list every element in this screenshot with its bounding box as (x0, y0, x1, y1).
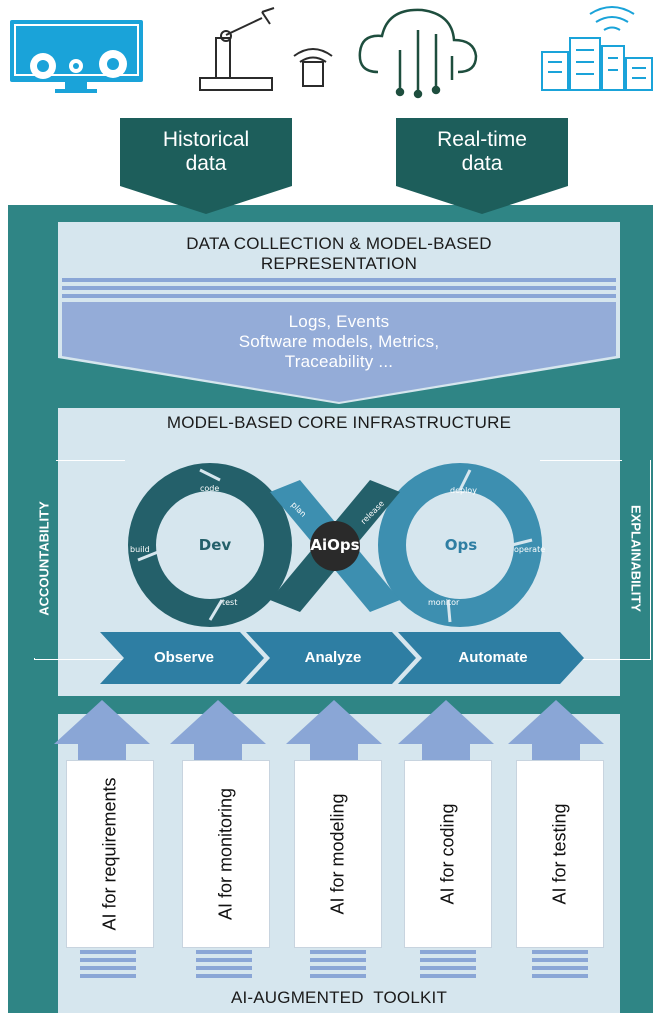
analyze-step: Analyze (304, 649, 362, 666)
explainability-frame (540, 460, 651, 660)
loop-operate: operate (514, 545, 546, 554)
dev-label: Dev (198, 536, 232, 554)
aiops-label: AiOps (310, 536, 360, 554)
observe-step: Observe (153, 649, 215, 666)
ai-coding-label: AI for coding (437, 803, 458, 905)
accountability-bar (34, 460, 56, 658)
explainability-bar (622, 460, 650, 658)
toolkit-title: AI-AUGMENTED TOOLKIT (230, 988, 448, 1007)
automate-step: Automate (458, 649, 528, 666)
observe-chevron (100, 632, 264, 684)
top-icons-row (10, 6, 653, 99)
toolkit-stripes (80, 950, 588, 978)
core-infrastructure-title: MODEL-BASED CORE INFRASTRUCTURE (166, 413, 512, 432)
automate-chevron (398, 632, 584, 684)
data-collection-items: Logs, Events Software models, Metrics, T… (238, 312, 440, 371)
process-chevrons (100, 632, 584, 684)
ai-requirements-box: AI for requirements (66, 760, 154, 948)
ai-testing-label: AI for testing (549, 803, 570, 905)
loop-test: test (222, 598, 238, 607)
analyze-chevron (246, 632, 416, 684)
historical-data-arrow (120, 118, 292, 214)
robot-arm-icon (199, 7, 333, 91)
ai-monitoring-box: AI for monitoring (182, 760, 270, 948)
devops-loop (128, 463, 542, 627)
ai-modeling-box: AI for modeling (294, 760, 382, 948)
ai-requirements-label: AI for requirements (99, 777, 120, 931)
data-collection-shape (58, 222, 620, 404)
ai-monitoring-label: AI for monitoring (215, 787, 236, 921)
monitor-gears-icon (10, 20, 143, 93)
realtime-data-arrow (396, 118, 568, 214)
ai-modeling-label: AI for modeling (327, 793, 348, 915)
toolkit-arrows (54, 700, 604, 764)
cloud-circuit-icon (358, 8, 478, 99)
input-arrows (120, 118, 568, 214)
ops-label: Ops (444, 536, 478, 554)
smart-city-icon (541, 6, 653, 91)
ai-testing-box: AI for testing (516, 760, 604, 948)
data-collection-title: DATA COLLECTION & MODEL-BASED REPRESENTA… (186, 234, 492, 273)
loop-build: build (130, 545, 150, 554)
loop-monitor: monitor (428, 598, 460, 607)
historical-data-label: Historical data (162, 128, 250, 175)
realtime-data-label: Real-time data (437, 128, 527, 175)
loop-code: code (200, 484, 220, 493)
loop-deploy: deploy (450, 486, 477, 495)
ai-coding-box: AI for coding (404, 760, 492, 948)
